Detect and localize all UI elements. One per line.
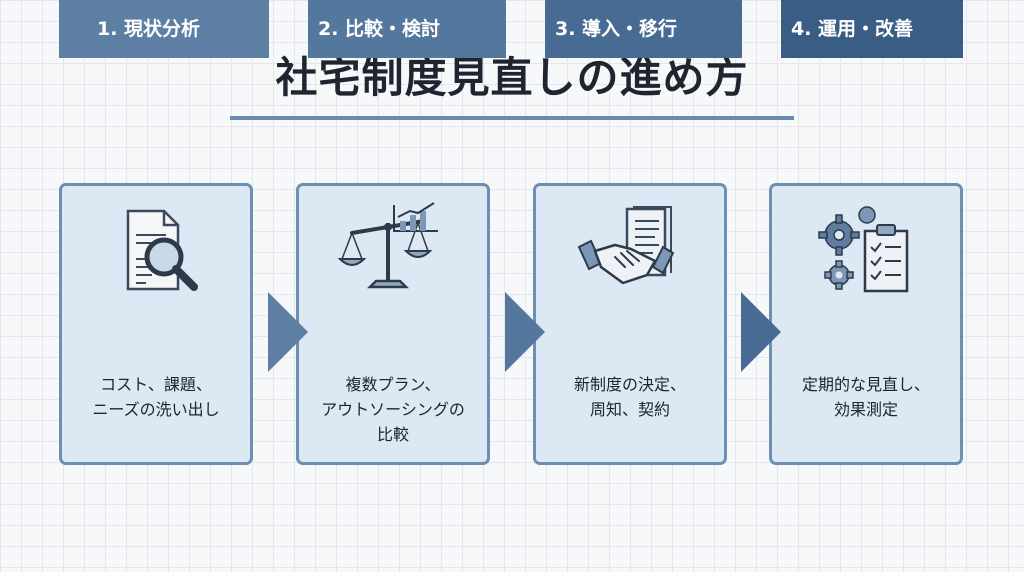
step-card-3: 新制度の決定、 周知、契約 xyxy=(533,183,727,465)
step-label-1: 1. 現状分析 xyxy=(97,18,201,40)
step-desc-1: コスト、課題、 ニーズの洗い出し xyxy=(92,375,220,419)
document-magnifier-icon xyxy=(62,186,250,316)
step-card-2: 複数プラン、 アウトソーシングの 比較 xyxy=(296,183,490,465)
arrow-right-icon xyxy=(741,292,781,372)
step-banner-1: 1. 現状分析 xyxy=(59,0,269,58)
step-desc-2: 複数プラン、 アウトソーシングの 比較 xyxy=(321,375,465,444)
step-card-1: コスト、課題、 ニーズの洗い出し xyxy=(59,183,253,465)
step-banner-3: 3. 導入・移行 xyxy=(545,0,742,58)
arrow-right-icon xyxy=(505,292,545,372)
step-banner-2: 2. 比較・検討 xyxy=(308,0,506,58)
step-label-4: 4. 運用・改善 xyxy=(791,18,914,40)
handshake-contract-icon xyxy=(536,186,724,316)
balance-scale-chart-icon xyxy=(299,186,487,316)
page-title: 社宅制度見直しの進め方 xyxy=(275,53,749,102)
step-label-3: 3. 導入・移行 xyxy=(555,18,678,40)
arrow-right-icon xyxy=(268,292,308,372)
gears-checklist-icon xyxy=(772,186,960,316)
step-label-2: 2. 比較・検討 xyxy=(318,18,441,40)
title-underline xyxy=(230,116,794,120)
step-card-4: 定期的な見直し、 効果測定 xyxy=(769,183,963,465)
step-banner-4: 4. 運用・改善 xyxy=(781,0,963,58)
step-desc-3: 新制度の決定、 周知、契約 xyxy=(573,375,686,419)
step-desc-4: 定期的な見直し、 効果測定 xyxy=(801,375,930,419)
